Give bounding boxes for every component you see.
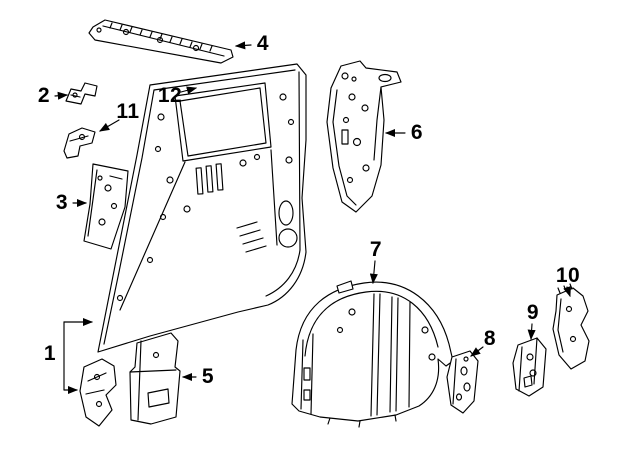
part-3-drawing [83, 163, 129, 250]
part-7-drawing [291, 280, 454, 428]
callout-8-arrow [470, 346, 484, 357]
callout-label-11: 11 [116, 100, 140, 123]
callout-arrows [54, 41, 571, 395]
part-4-drawing [88, 19, 234, 64]
part-6-drawing [326, 60, 402, 213]
callout-label-1: 1 [43, 342, 57, 365]
callout-label-10: 10 [555, 264, 581, 287]
callout-10-arrow [563, 285, 571, 298]
callout-label-7: 7 [369, 238, 383, 261]
quarter-inner-panel-drawing [97, 63, 307, 353]
part-10-drawing [552, 283, 590, 370]
part-8-drawing [446, 350, 479, 414]
part-9-drawing [512, 337, 547, 397]
callout-label-2: 2 [37, 84, 51, 107]
callout-label-9: 9 [526, 301, 540, 324]
callout-12-arrow [180, 86, 198, 95]
callout-7-arrow [369, 260, 378, 285]
callout-11-arrow [99, 119, 120, 132]
part-2-drawing [65, 82, 98, 105]
part-1-drawing [79, 358, 117, 427]
callout-label-8: 8 [483, 327, 497, 350]
callout-4-arrow [234, 41, 252, 50]
callout-label-12: 12 [157, 84, 183, 107]
part-11-drawing [63, 127, 96, 159]
callout-label-3: 3 [55, 191, 69, 214]
callout-label-4: 4 [256, 32, 270, 55]
part-5-drawing [129, 332, 181, 425]
callout-2-arrow [54, 91, 69, 100]
callout-label-6: 6 [410, 121, 424, 144]
callout-9-arrow [527, 323, 536, 341]
callout-label-5: 5 [201, 365, 215, 388]
